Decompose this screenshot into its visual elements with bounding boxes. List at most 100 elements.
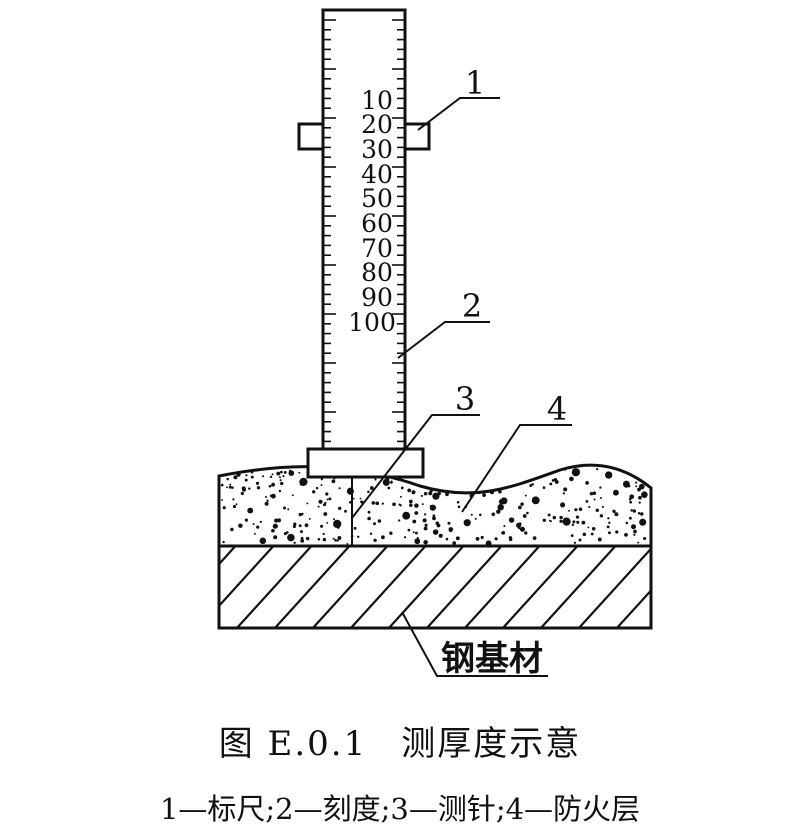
speckle [589, 491, 594, 496]
speckle [331, 479, 336, 484]
speckle [325, 492, 329, 496]
speckle [615, 465, 619, 466]
speckle [549, 482, 553, 486]
speckle [230, 527, 234, 532]
speckle [449, 529, 453, 533]
scale-label: 20 [361, 110, 393, 139]
speckle [293, 541, 296, 544]
substrate-label: 钢基材 [441, 639, 543, 679]
speckle [595, 508, 600, 513]
speckle [336, 539, 339, 542]
speckle [644, 459, 647, 462]
speckle [332, 518, 336, 521]
speckle [612, 459, 614, 461]
speckle [607, 531, 611, 535]
hatch-line [501, 546, 579, 628]
speckle [633, 470, 636, 473]
figure-title: 测厚度示意 [401, 724, 582, 764]
speckle [289, 454, 297, 462]
speckle [625, 521, 629, 525]
speckle [432, 514, 436, 518]
speckle [423, 491, 428, 496]
speckle [306, 502, 309, 505]
speckle [326, 498, 329, 501]
speckle [431, 461, 434, 464]
leader-substrate [401, 611, 548, 677]
speckle [280, 470, 283, 474]
speckle [317, 505, 320, 508]
callout-1: 1 [465, 64, 485, 102]
speckle [353, 526, 357, 530]
speckle [562, 492, 566, 495]
speckle [456, 501, 460, 504]
speckle [262, 475, 265, 478]
speckle [423, 539, 428, 545]
speckle [460, 471, 466, 477]
speckle [318, 499, 323, 504]
speckle [484, 465, 488, 468]
speckle [549, 519, 551, 522]
speckle [424, 523, 428, 527]
speckle [601, 505, 604, 508]
speckle [256, 486, 261, 490]
speckle [454, 465, 457, 467]
speckle [235, 503, 238, 506]
speckle [634, 465, 639, 468]
speckle [320, 478, 324, 481]
speckle [323, 503, 326, 507]
speckle [500, 465, 504, 466]
speckle [568, 509, 570, 512]
speckle [638, 457, 641, 460]
speckle [635, 485, 638, 488]
speckle [389, 531, 393, 535]
speckle [491, 512, 496, 517]
speckle [247, 507, 254, 514]
speckle [508, 537, 513, 542]
speckle [573, 541, 577, 544]
speckle [264, 501, 269, 506]
callout-4: 4 [547, 390, 567, 428]
speckle [498, 489, 502, 494]
speckle [558, 459, 560, 461]
speckle [268, 484, 272, 488]
speckle [231, 486, 234, 489]
speckle [571, 468, 581, 477]
speckle [414, 538, 421, 545]
speckle [493, 465, 498, 469]
speckle [322, 537, 327, 542]
speckle [299, 477, 308, 487]
speckle [333, 519, 342, 529]
speckle [367, 490, 370, 494]
hatch-line [387, 546, 465, 628]
callout-3: 3 [455, 380, 475, 418]
speckle [624, 532, 628, 537]
speckle [582, 532, 587, 537]
speckle [426, 457, 430, 461]
speckle [416, 536, 419, 539]
speckle [387, 486, 391, 490]
leader-3 [351, 414, 480, 519]
speckle [317, 537, 321, 541]
speckle [258, 465, 263, 467]
scale-label: 40 [361, 160, 393, 189]
speckle [426, 465, 431, 469]
scale-label: 80 [361, 258, 393, 287]
speckle [437, 491, 441, 496]
speckle [442, 475, 446, 480]
speckle [592, 491, 597, 495]
speckle [429, 504, 437, 511]
scale-label: 50 [361, 184, 393, 213]
speckle [504, 457, 507, 460]
speckle [418, 478, 422, 481]
speckle [506, 457, 509, 460]
speckle [278, 476, 281, 479]
speckle [300, 512, 303, 516]
speckle [414, 531, 418, 535]
speckle [581, 520, 586, 525]
speckle [222, 540, 225, 544]
speckle [402, 511, 411, 520]
speckle [600, 497, 602, 499]
ruler-base [306, 447, 425, 479]
steel-substrate [217, 544, 653, 630]
speckle [495, 474, 502, 481]
